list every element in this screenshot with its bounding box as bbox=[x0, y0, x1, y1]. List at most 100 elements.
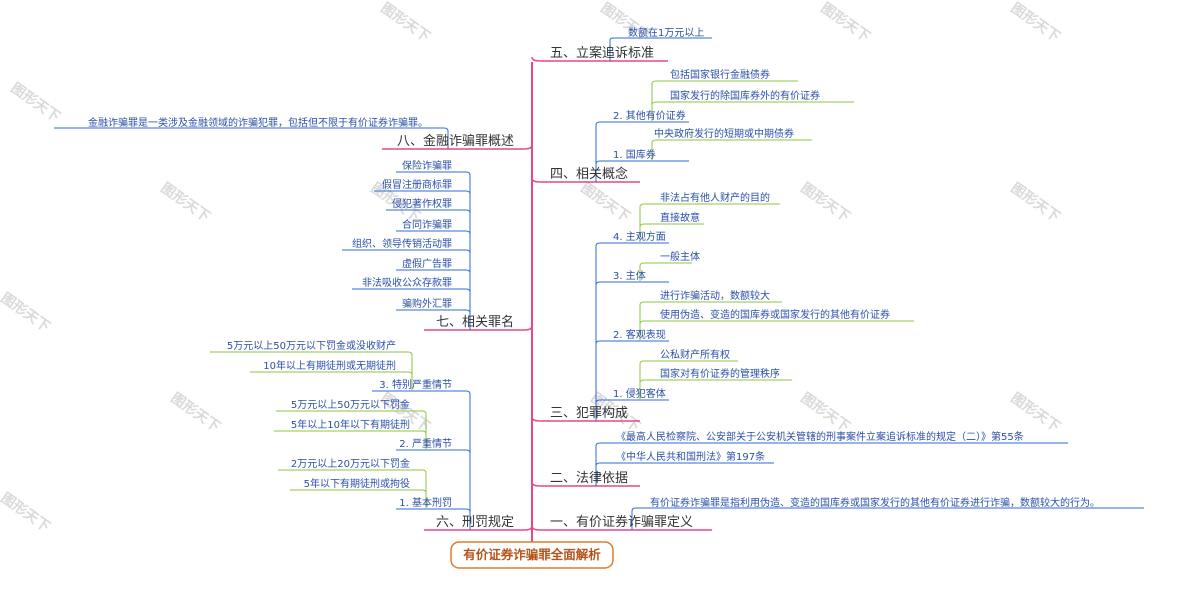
leaf-connector bbox=[639, 379, 792, 384]
sub-connector bbox=[595, 399, 669, 404]
sub-connector bbox=[386, 209, 471, 214]
sub-topic-label[interactable]: 非法吸收公众存款罪 bbox=[362, 276, 452, 289]
sub-topic-label[interactable]: 侵犯著作权罪 bbox=[392, 197, 452, 210]
watermark-text: 图形天下 bbox=[8, 79, 64, 125]
leaf-connector bbox=[639, 360, 738, 365]
watermark-text: 图形天下 bbox=[578, 179, 634, 225]
sub-connector bbox=[396, 309, 471, 314]
sub-topic-label[interactable]: 《最高人民检察院、公安部关于公安机关管辖的刑事案件立案追诉标准的规定（二）》第5… bbox=[616, 430, 1024, 443]
sub-topic-label[interactable]: 保险诈骗罪 bbox=[402, 159, 452, 172]
sub-topic-label[interactable]: 合同诈骗罪 bbox=[402, 218, 452, 231]
sub-topic-label[interactable]: 1. 国库券 bbox=[613, 148, 656, 161]
connector-layer bbox=[54, 37, 1144, 542]
leaf-connector bbox=[639, 203, 780, 208]
sub-connector bbox=[609, 37, 712, 61]
sub-connector bbox=[372, 390, 471, 395]
sub-topic-label[interactable]: 1. 基本刑罚 bbox=[399, 496, 452, 509]
leaf-label[interactable]: 10年以上有期徒刑或无期徒刑 bbox=[263, 359, 396, 372]
central-topic-label: 有价证券诈骗罪全面解析 bbox=[463, 547, 601, 562]
sub-connector bbox=[595, 160, 689, 165]
leaf-connector bbox=[274, 430, 427, 435]
branch-connector bbox=[531, 416, 640, 422]
sub-topic-label[interactable]: 2. 客观表现 bbox=[613, 328, 666, 341]
sub-topic-label[interactable]: 数额在1万元以上 bbox=[628, 26, 704, 39]
branch-label[interactable]: 八、金融诈骗罪概述 bbox=[397, 133, 514, 149]
leaf-connector bbox=[639, 223, 704, 228]
sub-connector bbox=[396, 171, 471, 176]
branch-label[interactable]: 三、犯罪构成 bbox=[550, 406, 628, 421]
sub-connector bbox=[595, 121, 689, 126]
branch-label[interactable]: 一、有价证券诈骗罪定义 bbox=[550, 514, 693, 530]
branch-label[interactable]: 二、法律依据 bbox=[550, 471, 628, 486]
watermark-text: 图形天下 bbox=[1008, 0, 1064, 45]
branch-connector bbox=[424, 325, 533, 331]
sub-connector bbox=[342, 249, 471, 254]
sub-connector bbox=[396, 269, 471, 274]
branch-connector bbox=[531, 56, 668, 62]
sub-topic-label[interactable]: 4. 主观方面 bbox=[613, 230, 666, 243]
branch-label[interactable]: 四、相关概念 bbox=[550, 166, 628, 182]
leaf-connector bbox=[639, 320, 914, 325]
sub-topic-label[interactable]: 1. 侵犯客体 bbox=[613, 387, 666, 400]
sub-connector bbox=[54, 127, 449, 149]
watermark-text: 图形天下 bbox=[158, 179, 214, 225]
leaf-label[interactable]: 进行诈骗活动，数额较大 bbox=[660, 289, 770, 302]
leaf-label[interactable]: 使用伪造、变造的国库券或国家发行的其他有价证券 bbox=[660, 308, 890, 321]
sub-topic-label[interactable]: 2. 其他有价证券 bbox=[613, 109, 686, 122]
leaf-label[interactable]: 中央政府发行的短期或中期债券 bbox=[654, 127, 794, 140]
leaf-label[interactable]: 公私财产所有权 bbox=[660, 348, 730, 361]
sub-topic-label[interactable]: 金融诈骗罪是一类涉及金融领域的诈骗犯罪，包括但不限于有价证券诈骗罪。 bbox=[88, 116, 428, 129]
leaf-label[interactable]: 5万元以上50万元以下罚金或没收财产 bbox=[227, 339, 396, 352]
leaf-label[interactable]: 5年以上10年以下有期徒刑 bbox=[291, 418, 410, 431]
leaf-connector bbox=[276, 410, 427, 415]
leaf-connector bbox=[639, 301, 782, 306]
sub-topic-label[interactable]: 骗购外汇罪 bbox=[402, 297, 452, 310]
leaf-connector bbox=[651, 80, 798, 85]
sub-connector bbox=[595, 442, 1068, 447]
central-topic-box[interactable] bbox=[450, 541, 614, 569]
leaf-label[interactable]: 一般主体 bbox=[660, 250, 700, 263]
leaf-label[interactable]: 2万元以上20万元以下罚金 bbox=[291, 457, 410, 470]
watermark-text: 图形天下 bbox=[0, 289, 53, 335]
sub-topic-label[interactable]: 有价证券诈骗罪是指利用伪造、变造的国库券或国家发行的其他有价证券进行诈骗，数额较… bbox=[650, 496, 1100, 509]
leaf-label[interactable]: 5万元以上50万元以下罚金 bbox=[291, 398, 410, 411]
leaf-label[interactable]: 非法占有他人财产的目的 bbox=[660, 191, 770, 204]
sub-topic-label[interactable]: 假冒注册商标罪 bbox=[382, 178, 452, 191]
watermark-text: 图形天下 bbox=[0, 489, 53, 535]
watermark-text: 图形天下 bbox=[818, 0, 874, 45]
branch-connector bbox=[531, 481, 640, 487]
leaf-connector bbox=[639, 262, 692, 267]
leaf-label[interactable]: 直接故意 bbox=[660, 211, 700, 224]
watermark-text: 图形天下 bbox=[798, 179, 854, 225]
leaf-label[interactable]: 国家发行的除国库券外的有价证券 bbox=[670, 89, 820, 102]
sub-topic-label[interactable]: 2. 严重情节 bbox=[399, 437, 452, 450]
branch-label[interactable]: 五、立案追诉标准 bbox=[550, 45, 654, 61]
sub-connector bbox=[396, 230, 471, 235]
branch-label[interactable]: 七、相关罪名 bbox=[436, 314, 514, 330]
branch-label[interactable]: 六、刑罚规定 bbox=[436, 515, 514, 530]
leaf-label[interactable]: 国家对有价证券的管理秩序 bbox=[660, 367, 780, 380]
sub-topic-label[interactable]: 3. 主体 bbox=[613, 270, 646, 282]
sub-connector bbox=[595, 340, 669, 345]
sub-connector bbox=[631, 507, 1144, 530]
sub-topic-label[interactable]: 《中华人民共和国刑法》第197条 bbox=[616, 450, 765, 463]
sub-topic-label[interactable]: 3. 特别严重情节 bbox=[379, 378, 452, 391]
watermark-text: 图形天下 bbox=[1008, 179, 1064, 225]
watermark-text: 图形天下 bbox=[378, 0, 434, 45]
leaf-label[interactable]: 包括国家银行金融债券 bbox=[670, 68, 770, 81]
branch-connector bbox=[531, 177, 640, 183]
sub-connector bbox=[595, 462, 774, 467]
sub-connector bbox=[396, 449, 471, 454]
sub-connector bbox=[352, 288, 471, 293]
leaf-connector bbox=[210, 351, 413, 356]
sub-connector bbox=[374, 190, 471, 195]
watermark-text: 图形天下 bbox=[798, 389, 854, 435]
leaf-label[interactable]: 5年以下有期徒刑或拘役 bbox=[304, 477, 410, 490]
sub-topic-label[interactable]: 组织、领导传销活动罪 bbox=[352, 237, 452, 250]
sub-topic-label[interactable]: 虚假广告罪 bbox=[402, 257, 452, 270]
watermark-text: 图形天下 bbox=[1008, 389, 1064, 435]
leaf-connector bbox=[651, 139, 812, 161]
